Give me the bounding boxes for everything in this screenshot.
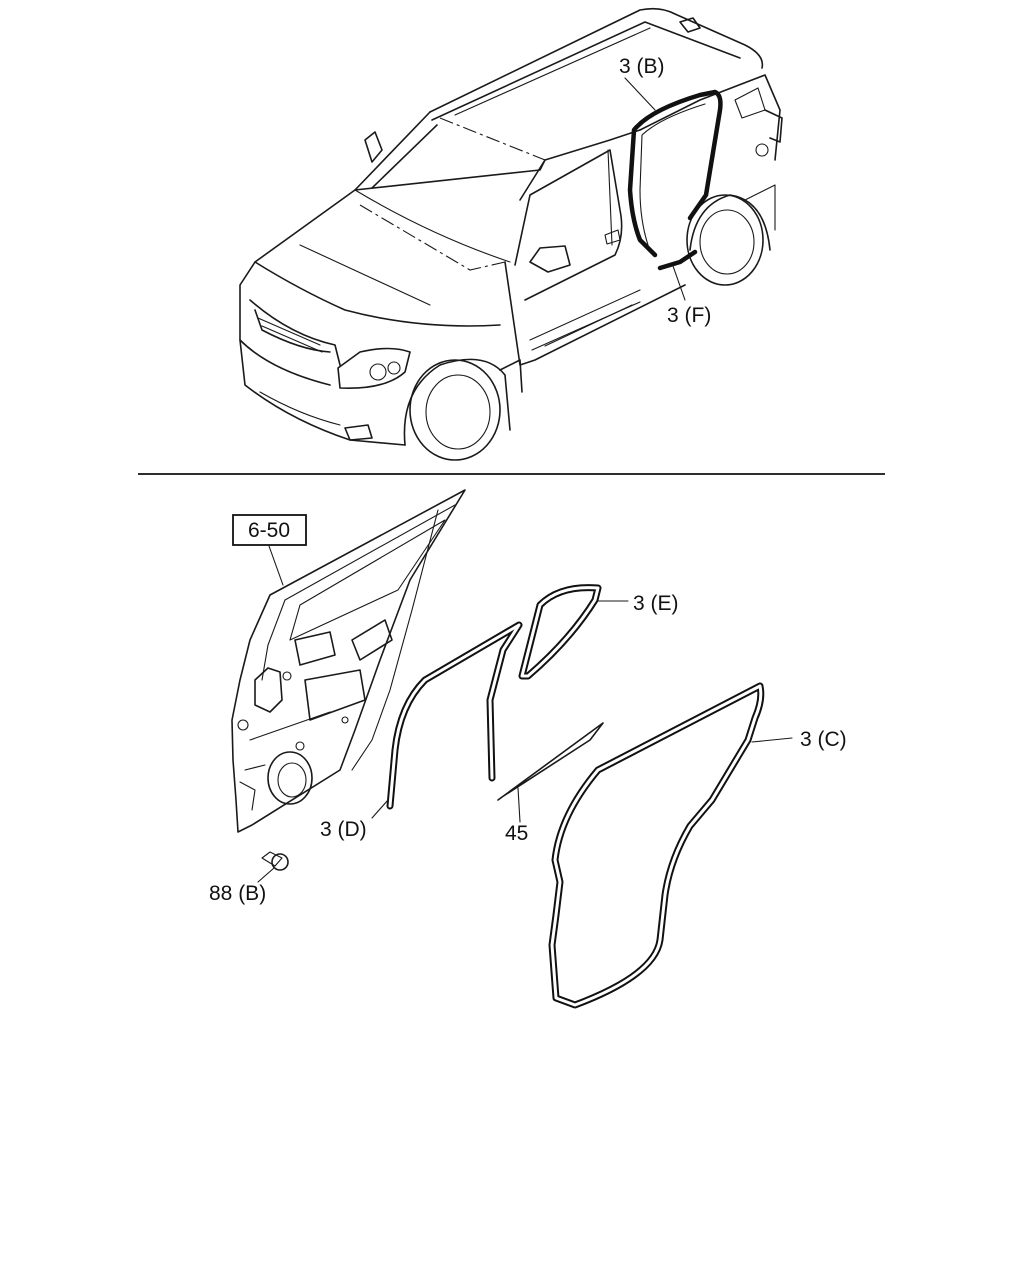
rear-door-panel [231,489,466,833]
seal-3d [371,621,523,819]
label-45: 45 [505,822,528,845]
vehicle-illustration [239,7,783,461]
label-3b: 3 (B) [619,55,665,78]
part-45-strip [497,722,604,823]
label-3c: 3 (C) [800,728,847,751]
label-88b: 88 (B) [209,882,266,905]
label-3f: 3 (F) [667,304,711,327]
label-3e: 3 (E) [633,592,679,615]
label-6-50: 6-50 [248,519,290,542]
seal-3e [518,584,629,680]
clip-88b [257,851,289,883]
reference-box-6-50: 6-50 [232,514,307,586]
label-3d: 3 (D) [320,818,367,841]
seal-3c [548,682,793,1009]
